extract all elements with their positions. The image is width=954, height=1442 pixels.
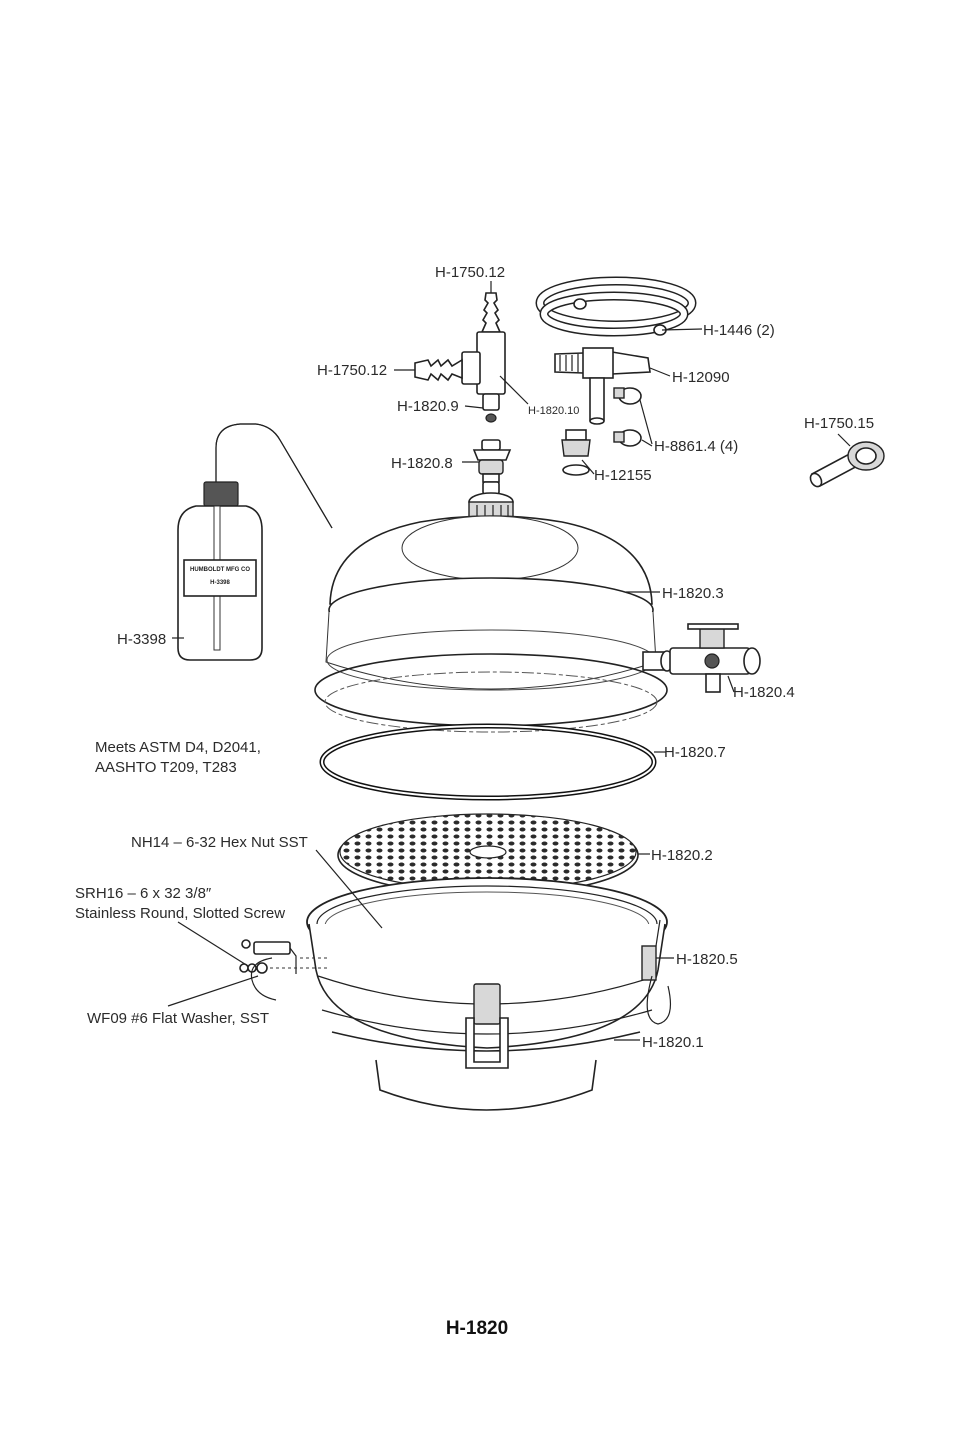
label-h1820-7: H-1820.7	[664, 744, 726, 761]
label-h1750-12-top: H-1750.12	[435, 264, 505, 281]
standards-note-line1: Meets ASTM D4, D2041,	[95, 739, 261, 756]
wash-bottle: HUMBOLDT MFG CO H-3398	[177, 423, 333, 661]
label-h12090: H-12090	[672, 369, 730, 386]
label-h8861-4: H-8861.4 (4)	[654, 438, 738, 455]
label-wf09: WF09 #6 Flat Washer, SST	[87, 1010, 269, 1027]
label-h1820-2: H-1820.2	[651, 847, 713, 864]
tee-fitting-assembly	[414, 292, 506, 423]
label-h1820-5: H-1820.5	[676, 951, 738, 968]
o-ring-gasket	[319, 723, 657, 801]
bottle-label-line1: HUMBOLDT MFG CO	[190, 567, 250, 573]
tee-h12090	[554, 347, 651, 425]
label-h1750-15: H-1750.15	[804, 415, 874, 432]
hose-coil	[535, 276, 697, 337]
leader-lines	[167, 281, 851, 1041]
label-h1820-3: H-1820.3	[662, 585, 724, 602]
stopcock-valve	[642, 623, 761, 693]
label-h1820-10: H-1820.10	[528, 405, 579, 417]
front-clamp	[465, 983, 509, 1069]
bottle-label-line2: H-3398	[210, 580, 230, 586]
adapter-h12155	[561, 429, 591, 476]
figure-model-number: H-1820	[445, 1318, 509, 1339]
label-srh16-line2: Stainless Round, Slotted Screw	[75, 905, 285, 922]
coupling-fitting	[472, 439, 512, 483]
label-h3398: H-3398	[117, 631, 166, 648]
part-labels: H-1750.12 H-1750.12 H-1446 (2) H-12090 H…	[75, 264, 874, 1051]
label-srh16-line1: SRH16 – 6 x 32 3/8″	[75, 885, 212, 902]
label-nh14: NH14 – 6-32 Hex Nut SST	[131, 834, 308, 851]
rod-h1750-15	[809, 441, 885, 488]
label-h1820-8: H-1820.8	[391, 455, 453, 472]
label-h1750-12-side: H-1750.12	[317, 362, 387, 379]
label-h1820-4: H-1820.4	[733, 684, 795, 701]
hose-clamps	[613, 387, 642, 447]
label-h1820-9: H-1820.9	[397, 398, 459, 415]
perforated-plate	[337, 813, 639, 896]
desiccator-lid	[314, 515, 668, 733]
label-h12155: H-12155	[594, 467, 652, 484]
standards-note-line2: AASHTO T209, T283	[95, 759, 237, 776]
label-h1820-1: H-1820.1	[642, 1034, 704, 1051]
label-h1446: H-1446 (2)	[703, 322, 775, 339]
side-clamp-right	[641, 919, 671, 1025]
screw-washer-group	[239, 939, 330, 1001]
